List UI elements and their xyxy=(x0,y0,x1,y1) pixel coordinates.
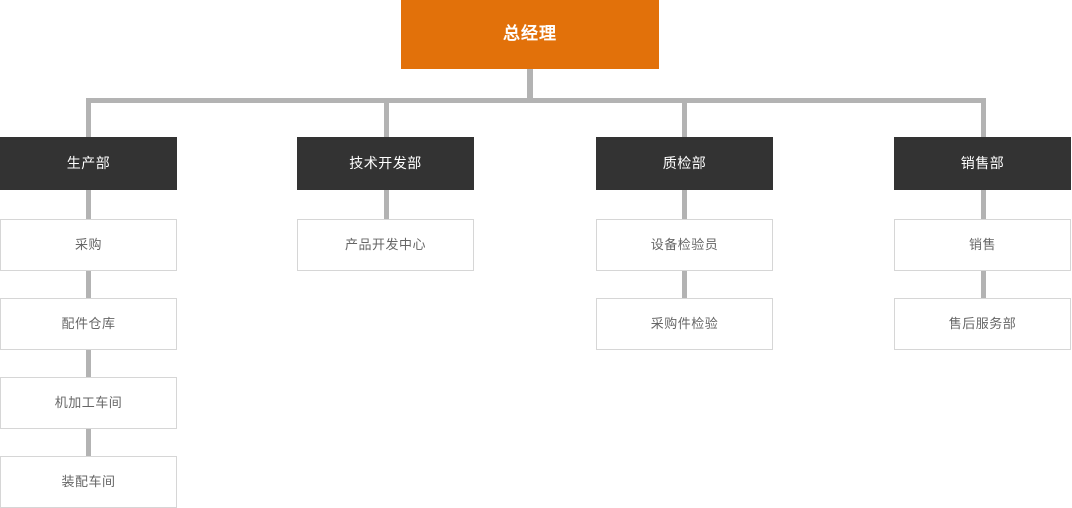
connector-dept-4-to-child-1 xyxy=(981,190,986,219)
node-department-1[interactable]: 生产部 xyxy=(0,137,177,190)
connector-dept-1-to-child-1 xyxy=(86,190,91,219)
connector-drop-dept-4 xyxy=(981,98,986,137)
connector-dept-3-to-child-2 xyxy=(682,271,687,298)
node-department-4[interactable]: 销售部 xyxy=(894,137,1071,190)
node-department-1-child-2[interactable]: 配件仓库 xyxy=(0,298,177,350)
node-label: 销售 xyxy=(968,237,996,253)
connector-root-stem xyxy=(527,69,533,101)
node-label: 装配车间 xyxy=(61,474,116,490)
node-label: 总经理 xyxy=(503,24,557,44)
connector-dept-1-to-child-2 xyxy=(86,271,91,298)
connector-drop-dept-1 xyxy=(86,98,91,137)
node-department-1-child-4[interactable]: 装配车间 xyxy=(0,456,177,508)
connector-drop-dept-2 xyxy=(384,98,389,137)
node-general-manager[interactable]: 总经理 xyxy=(401,0,659,69)
connector-dept-4-to-child-2 xyxy=(981,271,986,298)
node-department-4-child-2[interactable]: 售后服务部 xyxy=(894,298,1071,350)
connector-drop-dept-3 xyxy=(682,98,687,137)
node-label: 设备检验员 xyxy=(650,237,719,253)
connector-horizontal-bus xyxy=(86,98,986,103)
node-label: 质检部 xyxy=(662,155,707,172)
node-label: 售后服务部 xyxy=(948,316,1017,332)
node-label: 产品开发中心 xyxy=(344,237,426,253)
node-label: 采购 xyxy=(74,237,102,253)
node-department-3-child-1[interactable]: 设备检验员 xyxy=(596,219,773,271)
node-department-2-child-1[interactable]: 产品开发中心 xyxy=(297,219,474,271)
connector-dept-3-to-child-1 xyxy=(682,190,687,219)
node-department-3[interactable]: 质检部 xyxy=(596,137,773,190)
connector-dept-1-to-child-3 xyxy=(86,350,91,377)
node-label: 配件仓库 xyxy=(61,316,116,332)
node-label: 采购件检验 xyxy=(650,316,719,332)
node-department-2[interactable]: 技术开发部 xyxy=(297,137,474,190)
node-department-3-child-2[interactable]: 采购件检验 xyxy=(596,298,773,350)
node-department-4-child-1[interactable]: 销售 xyxy=(894,219,1071,271)
node-department-1-child-3[interactable]: 机加工车间 xyxy=(0,377,177,429)
connector-dept-1-to-child-4 xyxy=(86,429,91,456)
node-label: 生产部 xyxy=(66,155,111,172)
connector-dept-2-to-child-1 xyxy=(384,190,389,219)
node-label: 销售部 xyxy=(960,155,1005,172)
node-label: 机加工车间 xyxy=(54,395,123,411)
node-department-1-child-1[interactable]: 采购 xyxy=(0,219,177,271)
node-label: 技术开发部 xyxy=(349,155,422,172)
